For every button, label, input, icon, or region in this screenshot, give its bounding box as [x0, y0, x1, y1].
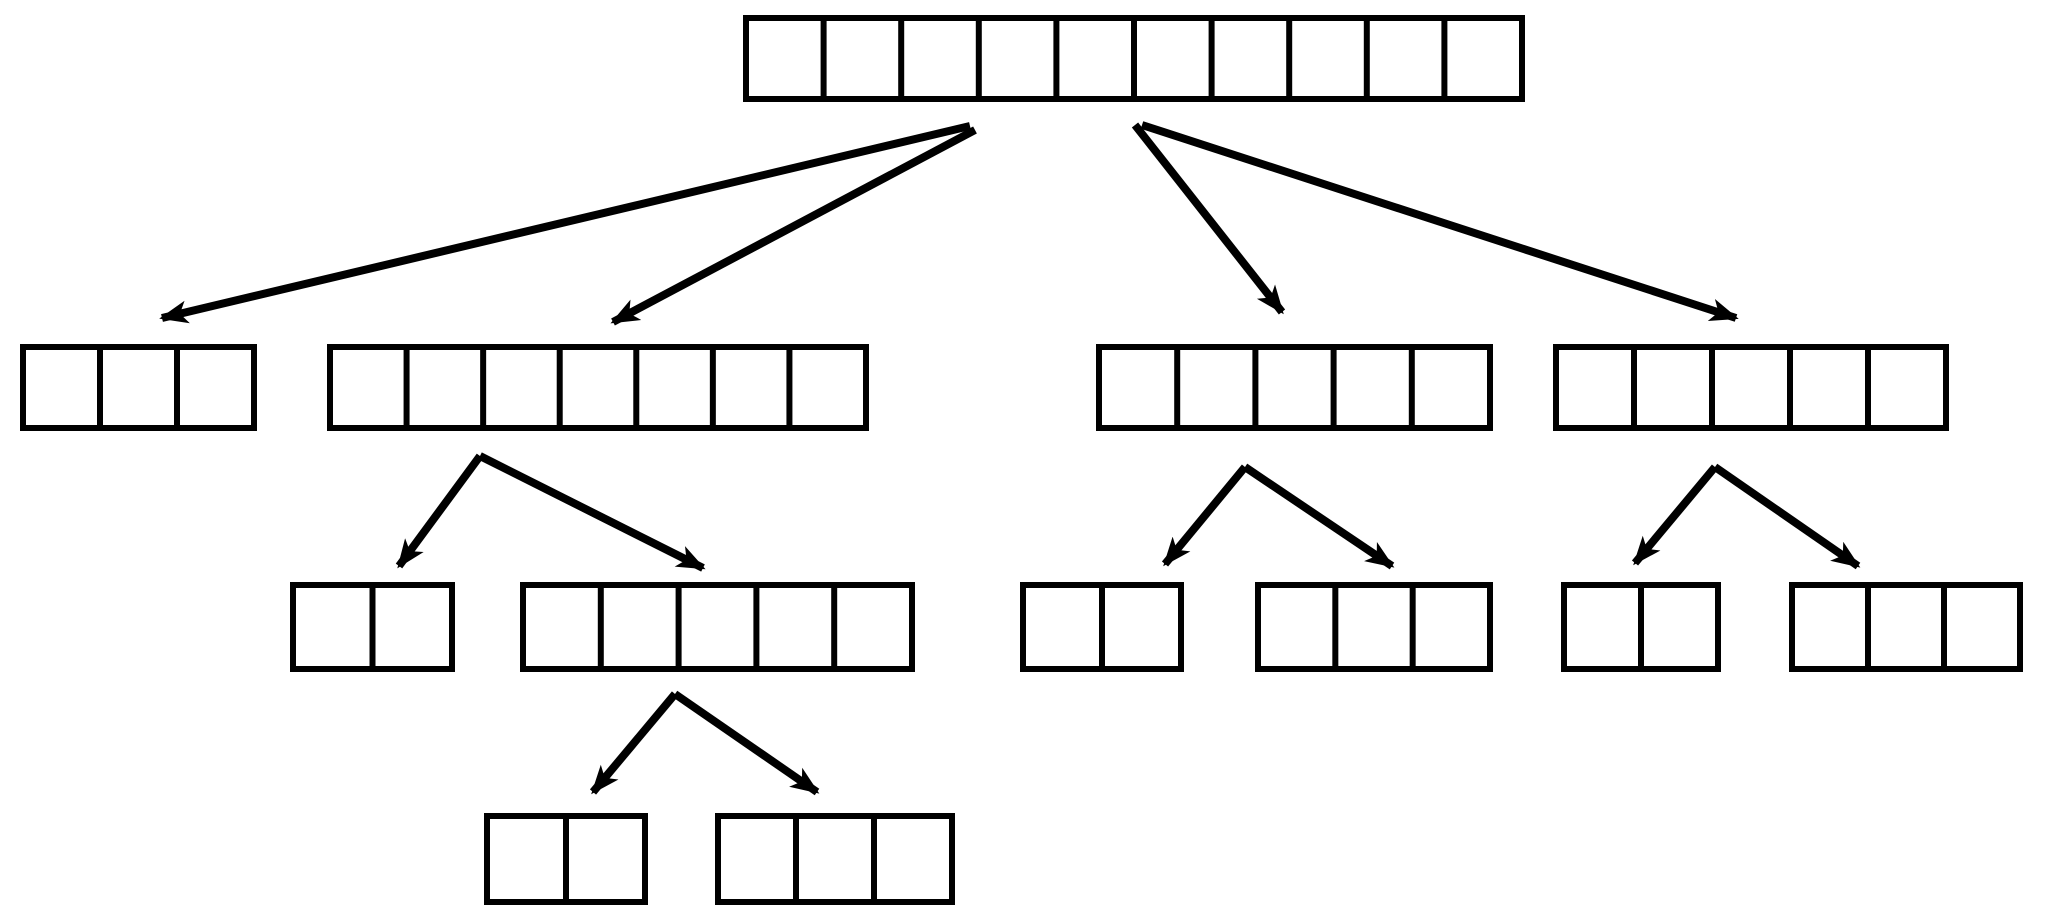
arrow-l2-b-right-to-l3-left [589, 691, 679, 795]
array-node-l1-a [20, 344, 257, 431]
array-node-outline [1553, 344, 1949, 431]
array-node-outline [1789, 582, 2023, 672]
arrow-l1-d-to-l2-d-left [1631, 464, 1719, 566]
array-node-l2-b-left [290, 582, 455, 672]
arrow-l1-b-to-l2-b-left [395, 453, 484, 569]
arrow-l1-b-to-l2-b-right [478, 452, 706, 572]
array-node-l1-d [1553, 344, 1949, 431]
arrow-root-to-l1-c [1131, 122, 1286, 315]
array-node-l1-b [327, 344, 869, 431]
array-node-l1-c [1096, 344, 1493, 431]
arrow-l1-c-to-l2-c-right [1242, 463, 1395, 570]
array-node-outline [715, 813, 955, 905]
array-node-outline [520, 582, 915, 672]
array-node-root [743, 15, 1525, 102]
array-node-outline [327, 344, 869, 431]
array-node-l2-d-right [1789, 582, 2023, 672]
array-node-outline [1255, 582, 1493, 672]
array-node-l3-left [484, 813, 648, 905]
arrow-root-to-l1-b [610, 126, 977, 326]
arrow-root-to-l1-a [159, 122, 971, 324]
arrow-l1-c-to-l2-c-left [1161, 464, 1249, 567]
array-node-l2-c-left [1020, 582, 1184, 672]
array-node-l2-d-left [1561, 582, 1721, 672]
arrow-l1-d-to-l2-d-right [1712, 463, 1861, 570]
arrow-root-to-l1-d [1140, 121, 1739, 322]
array-node-outline [20, 344, 257, 431]
array-node-l3-right [715, 813, 955, 905]
nodes-layer [20, 15, 2023, 905]
arrows-layer [159, 121, 1861, 796]
array-node-outline [1096, 344, 1493, 431]
arrow-l2-b-right-to-l3-right [672, 690, 820, 796]
array-node-l2-c-right [1255, 582, 1493, 672]
array-node-l2-b-right [520, 582, 915, 672]
